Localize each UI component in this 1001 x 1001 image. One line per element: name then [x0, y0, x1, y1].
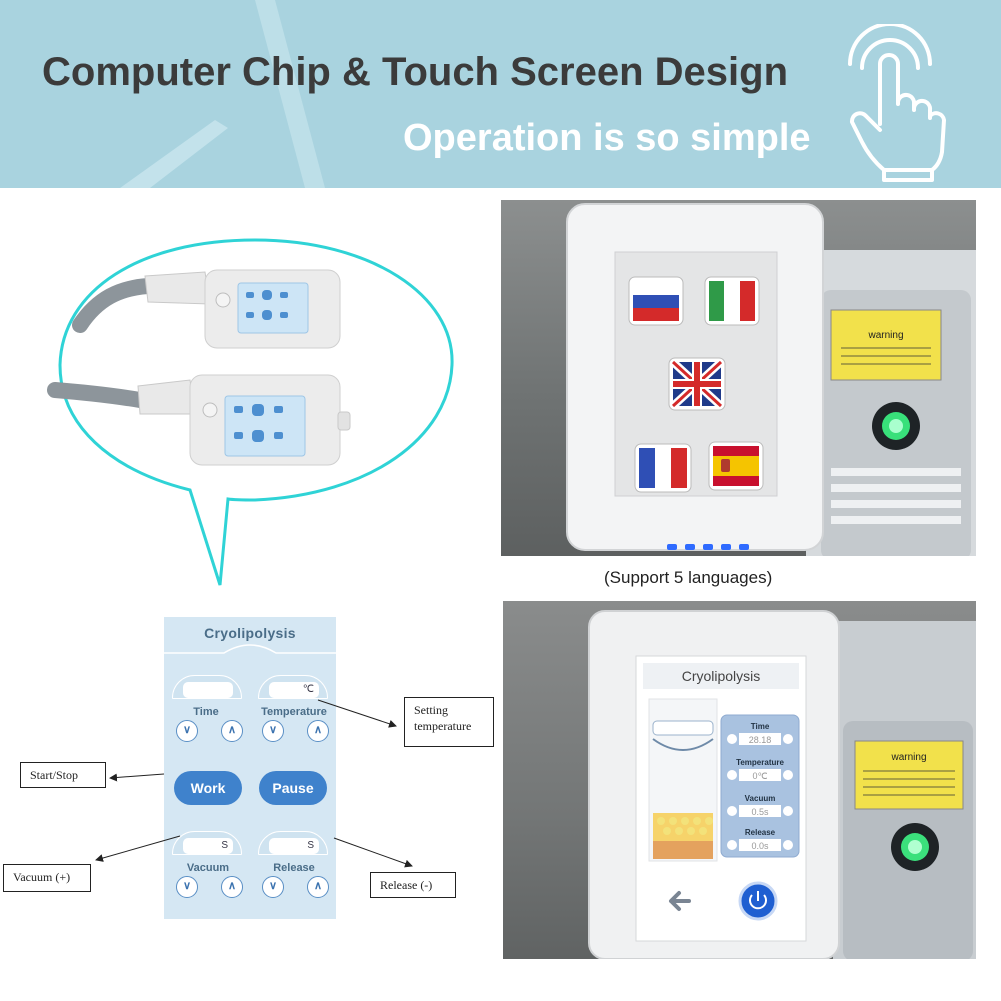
- back-arrow-icon: [669, 891, 691, 911]
- flag-russia-icon[interactable]: [628, 276, 684, 326]
- device-temperature-value: 0℃: [752, 771, 767, 781]
- language-device-drawing: warning: [566, 203, 976, 556]
- device-warning-label: warning: [890, 752, 926, 763]
- banner-decoration: [120, 0, 325, 188]
- temperature-display[interactable]: ℃: [269, 682, 319, 698]
- flag-spain-icon[interactable]: [708, 441, 764, 491]
- warning-label: warning: [867, 330, 903, 341]
- release-down-button[interactable]: ∨: [262, 876, 284, 898]
- callout-lines: [95, 699, 413, 868]
- temperature-label: Temperature: [261, 706, 327, 718]
- vacuum-down-button[interactable]: ∨: [176, 876, 198, 898]
- tap-hand-icon: [848, 24, 946, 182]
- panel-title-arc: [164, 644, 336, 654]
- time-up-button[interactable]: ∧: [221, 720, 243, 742]
- time-label: Time: [193, 706, 219, 718]
- setting-temperature-callout: Setting temperature: [404, 697, 494, 747]
- device-temperature-label: Temperature: [736, 758, 784, 767]
- time-slot: [172, 675, 242, 699]
- device-time-label: Time: [751, 722, 770, 731]
- release-label: Release: [273, 862, 315, 874]
- temperature-down-button[interactable]: ∨: [262, 720, 284, 742]
- vacuum-callout: Vacuum (+): [3, 864, 91, 892]
- release-display[interactable]: S: [269, 838, 319, 854]
- banner-title: Computer Chip & Touch Screen Design: [42, 50, 788, 94]
- release-slot: S: [258, 831, 328, 855]
- banner: Computer Chip & Touch Screen Design Oper…: [0, 0, 1001, 188]
- setting-temperature-line1: Setting: [414, 703, 449, 717]
- device-vacuum-value: 0.5s: [751, 807, 769, 817]
- device-screen-title: Cryolipolysis: [682, 668, 761, 684]
- time-display[interactable]: [183, 682, 233, 698]
- language-device-photo: warning: [501, 200, 976, 556]
- vacuum-slot: S: [172, 831, 242, 855]
- language-caption: (Support 5 languages): [604, 568, 773, 587]
- temperature-up-button[interactable]: ∧: [307, 720, 329, 742]
- device-time-value: 28.18: [749, 735, 772, 745]
- device-release-label: Release: [745, 828, 776, 837]
- control-panel-diagram: Cryolipolysis Time ∨ ∧ ℃ Temperature ∨ ∧…: [164, 617, 336, 919]
- vacuum-up-button[interactable]: ∧: [221, 876, 243, 898]
- temperature-slot: ℃: [258, 675, 328, 699]
- pause-button[interactable]: Pause: [259, 771, 327, 805]
- release-up-button[interactable]: ∧: [307, 876, 329, 898]
- device-screen-drawing: warning Cryolipolysis Time 28.18 Tempera…: [588, 610, 976, 959]
- vacuum-display[interactable]: S: [183, 838, 233, 854]
- handpiece-illustration: [47, 238, 454, 586]
- device-screen-photo: warning Cryolipolysis Time 28.18 Tempera…: [503, 601, 976, 959]
- flag-france-icon[interactable]: [634, 443, 692, 493]
- release-callout: Release (-): [370, 872, 456, 898]
- panel-title: Cryolipolysis: [204, 625, 296, 641]
- flag-united-kingdom-icon[interactable]: [668, 357, 726, 411]
- work-button[interactable]: Work: [174, 771, 242, 805]
- time-down-button[interactable]: ∨: [176, 720, 198, 742]
- device-release-value: 0.0s: [751, 841, 769, 851]
- flag-italy-icon[interactable]: [704, 276, 760, 326]
- vacuum-label: Vacuum: [186, 862, 230, 874]
- setting-temperature-line2: temperature: [414, 719, 472, 733]
- banner-subtitle: Operation is so simple: [403, 117, 811, 159]
- device-vacuum-label: Vacuum: [745, 794, 776, 803]
- start-stop-callout: Start/Stop: [20, 762, 106, 788]
